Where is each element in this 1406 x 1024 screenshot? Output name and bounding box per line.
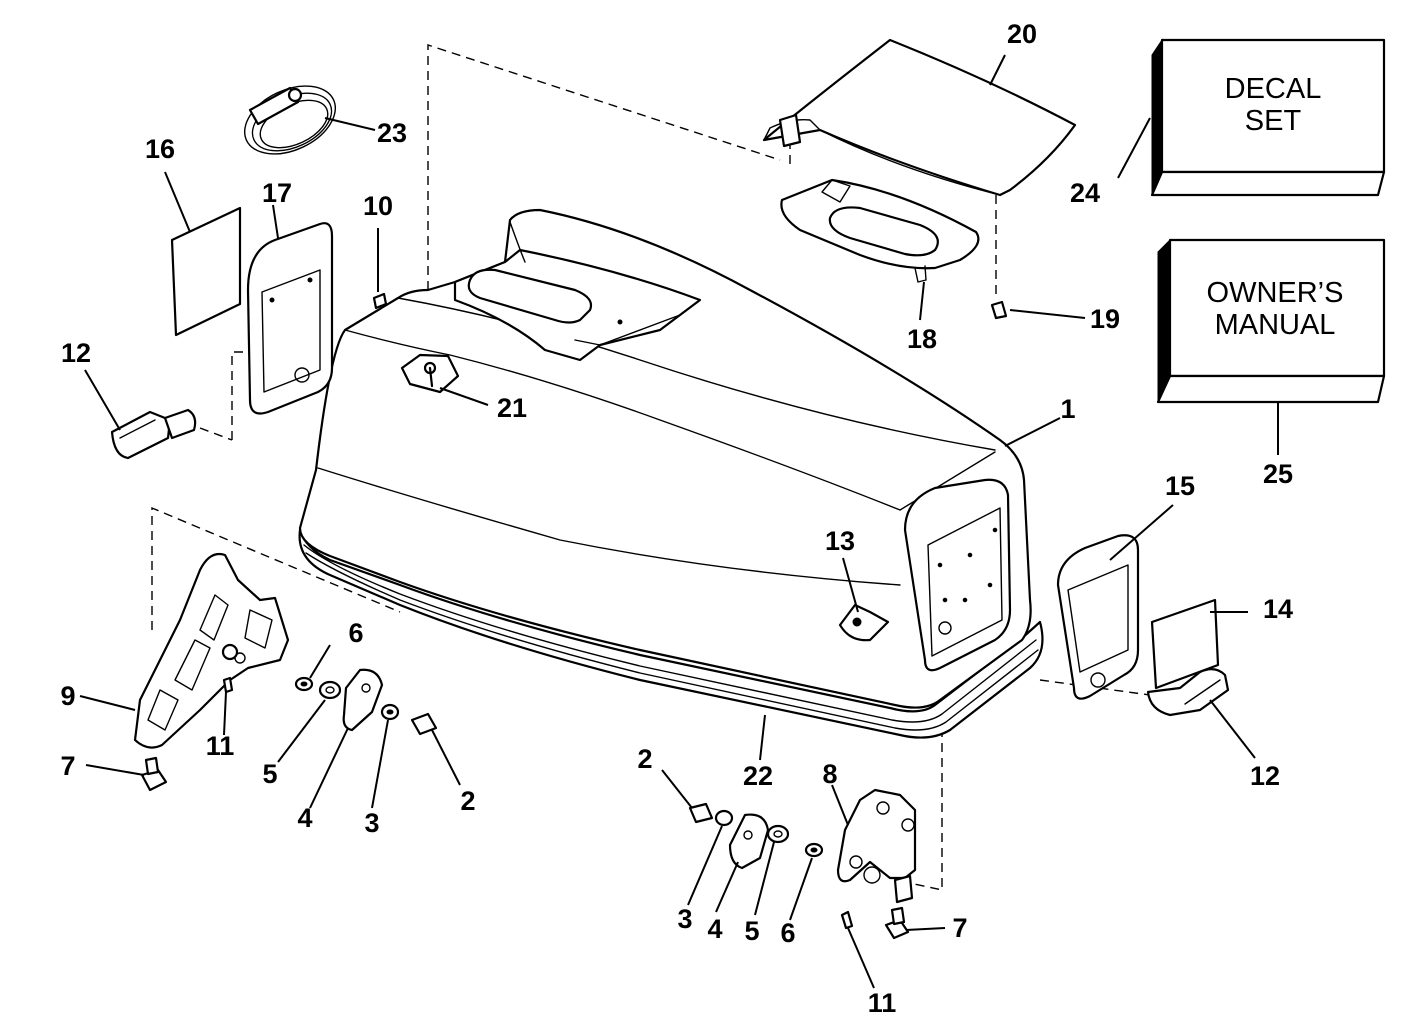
decal-line-2: SET	[1245, 105, 1302, 137]
callout-numbers: 20 24 25 1 19 18 23 16 17 10 12 21 13 15…	[60, 19, 1293, 1018]
callout-3-left: 3	[364, 808, 379, 838]
callout-25: 25	[1263, 459, 1293, 489]
bracket-8	[836, 788, 917, 904]
callout-6-left: 6	[348, 618, 363, 648]
seal-sheet-16	[170, 206, 242, 337]
callout-12-left: 12	[61, 338, 91, 368]
manual-line-1: OWNER’S	[1207, 277, 1344, 309]
decal-set-box: DECAL SET	[1150, 38, 1386, 197]
frame-17	[246, 222, 334, 415]
bracket-9	[133, 552, 290, 749]
callout-10: 10	[363, 191, 393, 221]
callout-24: 24	[1070, 178, 1100, 208]
leader-lines	[79, 54, 1279, 989]
clip-13	[838, 603, 890, 642]
screw-10	[372, 292, 388, 310]
callout-20: 20	[1007, 19, 1037, 49]
callout-1: 1	[1060, 394, 1075, 424]
latch-12-left	[110, 408, 197, 460]
top-cover-20	[762, 38, 1077, 197]
callout-6-right: 6	[780, 918, 795, 948]
callout-4-left: 4	[297, 803, 312, 833]
callout-7-left: 7	[60, 751, 75, 781]
callout-19: 19	[1090, 304, 1120, 334]
callout-7-right: 7	[952, 913, 967, 943]
callout-3-right: 3	[677, 904, 692, 934]
owners-manual-box: OWNER’S MANUAL	[1156, 238, 1386, 404]
callout-5-right: 5	[744, 916, 759, 946]
frame-15	[1056, 534, 1140, 700]
callout-14: 14	[1263, 594, 1293, 624]
callout-12-right: 12	[1250, 761, 1280, 791]
latch-12-right	[1146, 668, 1230, 717]
manual-line-2: MANUAL	[1215, 309, 1336, 341]
callout-5-left: 5	[262, 759, 277, 789]
callout-2-right: 2	[637, 744, 652, 774]
seal-sheet-14	[1150, 598, 1220, 690]
callout-16: 16	[145, 134, 175, 164]
callout-13: 13	[825, 526, 855, 556]
callout-22: 22	[743, 761, 773, 791]
hardware-left	[140, 668, 438, 792]
callout-23: 23	[377, 118, 407, 148]
callout-9: 9	[60, 681, 75, 711]
cable-23	[243, 85, 337, 155]
decal-line-1: DECAL	[1225, 73, 1322, 105]
callout-2-left: 2	[460, 786, 475, 816]
callout-21: 21	[497, 393, 527, 423]
callout-11-left: 11	[206, 731, 235, 761]
callout-17: 17	[262, 178, 292, 208]
callout-18: 18	[907, 324, 937, 354]
grille-plate-18	[780, 178, 980, 283]
bolt-21	[400, 353, 460, 394]
callout-15: 15	[1165, 471, 1195, 501]
callout-4-right: 4	[707, 914, 722, 944]
alignment-lines	[151, 44, 1151, 891]
callout-8: 8	[822, 759, 837, 789]
hardware-right	[688, 300, 1008, 940]
engine-cover	[298, 208, 1044, 739]
callout-11-right: 11	[868, 988, 897, 1018]
